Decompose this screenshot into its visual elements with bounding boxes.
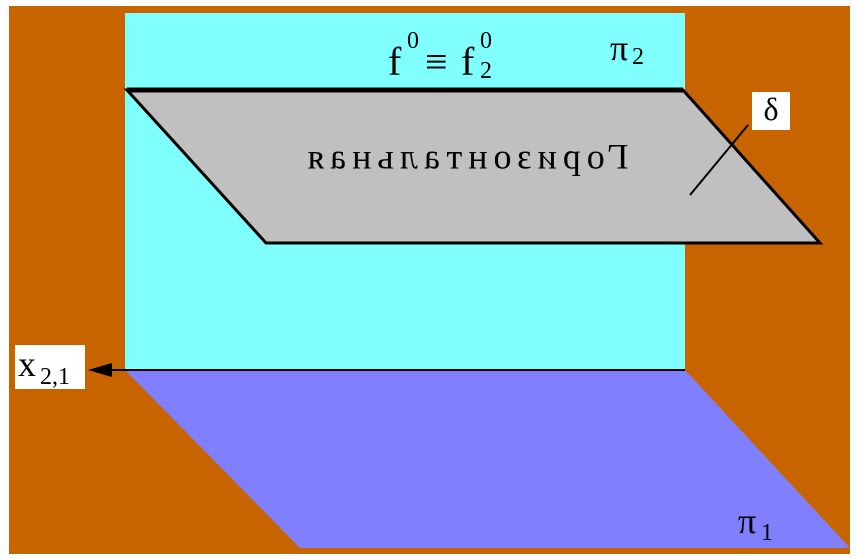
pi1-subscript: 1	[761, 520, 773, 546]
trace-f-left: f	[388, 39, 402, 84]
delta-label: δ	[763, 91, 778, 127]
delta-leader-line	[689, 124, 749, 196]
pi2-symbol: π	[610, 28, 628, 68]
axis-label-box	[15, 345, 85, 389]
pi2-subscript: 2	[632, 44, 644, 70]
pi2-label: π 2	[610, 28, 644, 70]
axis-subscript: 2,1	[40, 364, 70, 390]
trace-label: f 0 ≡ f 0 2	[388, 28, 492, 84]
pi1-label: π 1	[738, 501, 773, 546]
horizontal-plane-pi1	[125, 370, 850, 548]
equiv-sign: ≡	[425, 39, 448, 84]
delta-label-box	[752, 92, 790, 130]
axis-label: x 2,1	[18, 344, 70, 390]
pi1-symbol: π	[738, 501, 756, 541]
plane-name-label: Горизонтальная	[302, 136, 629, 176]
trace-sub-right: 2	[480, 58, 492, 84]
trace-sup-left: 0	[407, 28, 419, 54]
trace-sup-right: 0	[480, 28, 492, 54]
axis-arrow-icon	[88, 363, 112, 377]
trace-f-right: f	[461, 39, 475, 84]
plane-name-group: Горизонтальная	[302, 136, 629, 176]
axis-symbol: x	[18, 344, 36, 384]
